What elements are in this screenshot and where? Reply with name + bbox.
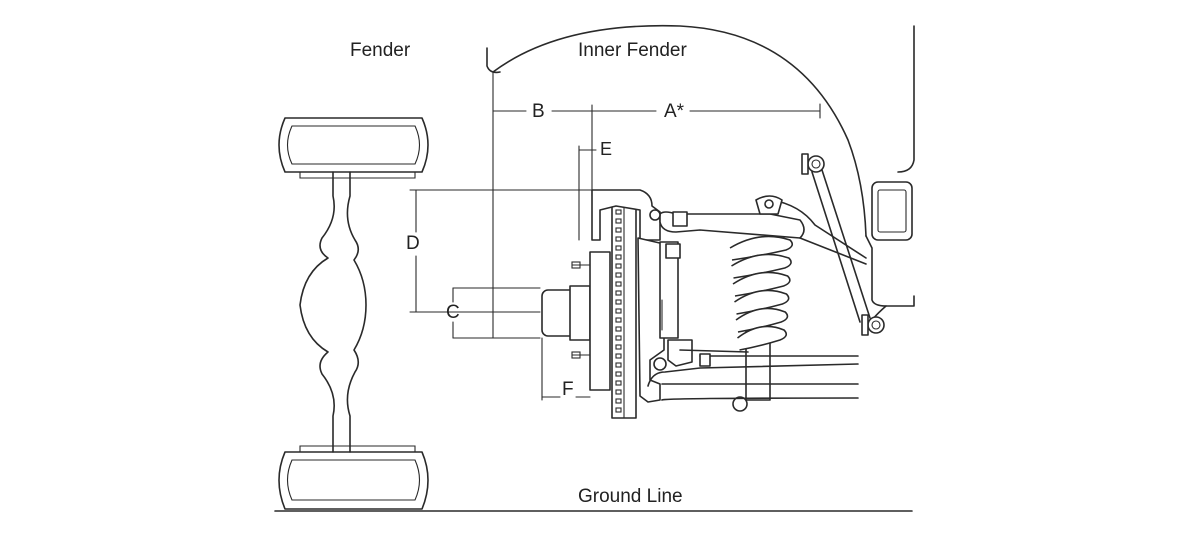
spindle-upright	[591, 189, 693, 403]
bumper-bracket	[871, 181, 913, 241]
sway-bar-link	[801, 153, 885, 336]
rotor-vent-slot	[615, 353, 622, 359]
rotor-vent-slot	[615, 344, 622, 350]
rotor-vent-slot	[615, 371, 622, 377]
rotor-vent-slot	[615, 299, 622, 305]
rotor-vent-slot	[615, 407, 622, 413]
rotor-vent-slot	[615, 254, 622, 260]
body-panel	[865, 235, 915, 307]
label-inner-fender: Inner Fender	[578, 40, 687, 61]
hub-assembly	[541, 251, 611, 391]
rotor-vent-slot	[615, 272, 622, 278]
tire-top	[278, 117, 429, 173]
coil-spring-shock	[729, 195, 794, 412]
label-dimension-c: C	[446, 302, 460, 323]
label-dimension-e: E	[600, 139, 613, 159]
inner-fender-arc	[492, 24, 867, 237]
rotor-vent-slot	[615, 281, 622, 287]
rotor-vent-slot	[615, 263, 622, 269]
rotor-vent-slot	[615, 326, 622, 332]
wheel-rim	[299, 171, 335, 453]
rotor-vent-slot	[615, 389, 622, 395]
rotor-vent-slot	[615, 218, 622, 224]
spring-coil	[737, 325, 788, 351]
rotor-vent-slot	[615, 209, 622, 215]
rotor-vent-slot	[615, 308, 622, 314]
rotor-vent-slot	[615, 362, 622, 368]
rotor-vent-slot	[615, 380, 622, 386]
rotor-vent-slot	[615, 245, 622, 251]
label-ground-line: Ground Line	[578, 486, 683, 507]
brake-rotor	[611, 201, 637, 419]
label-dimension-b: B	[532, 101, 545, 122]
rotor-vent-slot	[615, 227, 622, 233]
tire-bottom	[278, 451, 429, 510]
rotor-vent-slot	[615, 290, 622, 296]
rotor-vent-slot	[615, 398, 622, 404]
label-dimension-d: D	[406, 233, 420, 254]
lower-control-arm	[647, 349, 859, 401]
rotor-vent-slot	[615, 335, 622, 341]
fender-edge	[486, 47, 501, 74]
rotor-vent-slot	[615, 317, 622, 323]
label-dimension-f: F	[562, 379, 574, 400]
label-dimension-a: A*	[664, 101, 685, 122]
rotor-vent-slot	[615, 236, 622, 242]
label-fender: Fender	[350, 40, 411, 61]
upper-control-arm	[659, 211, 805, 239]
